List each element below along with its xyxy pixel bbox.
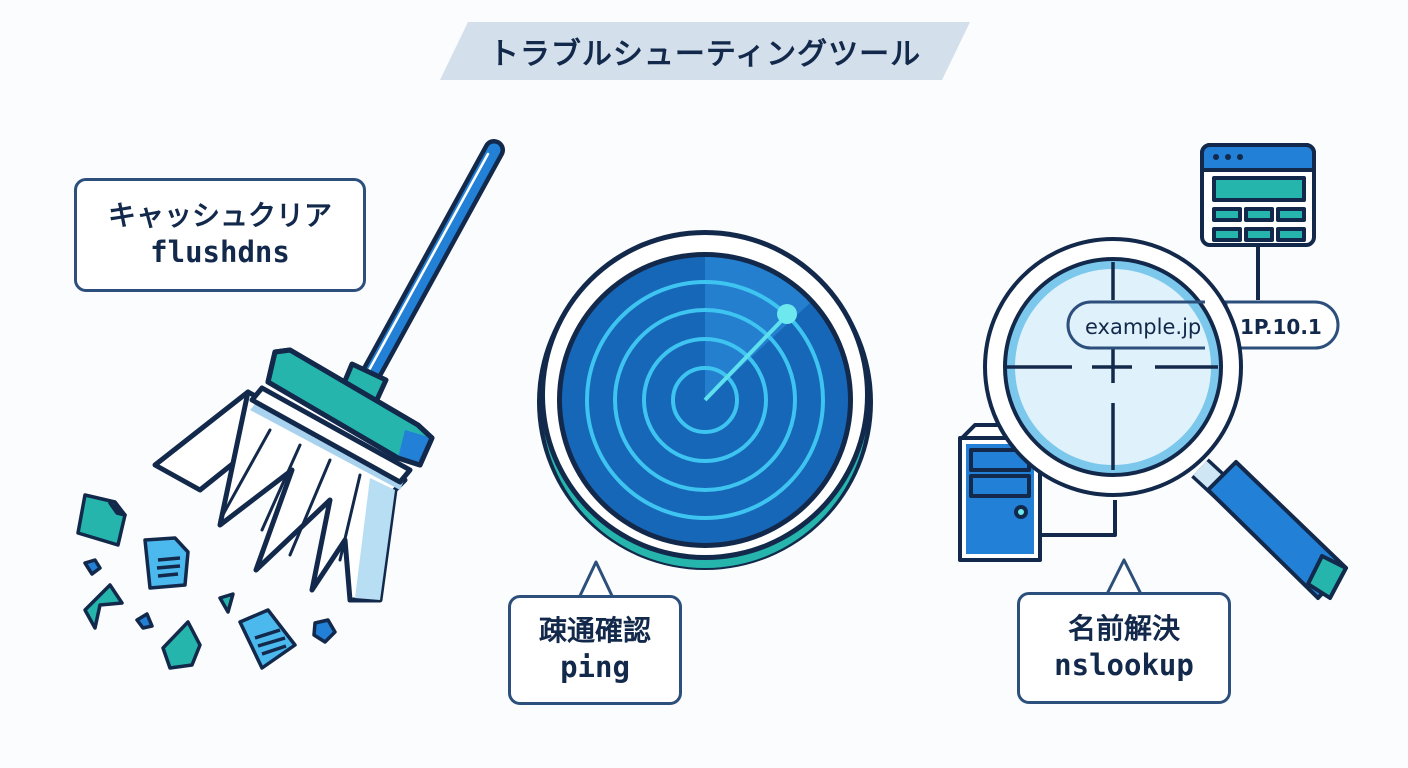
label-flushdns-jp: キャッシュクリア (107, 198, 332, 232)
domain-text: example.jp (1085, 315, 1201, 339)
debris-icon (76, 493, 337, 670)
banner-shape (440, 22, 970, 80)
callout-tail-nslookup (1104, 558, 1144, 598)
label-nslookup-jp: 名前解決 (1067, 611, 1180, 645)
browser-window-icon (1200, 143, 1316, 300)
label-flushdns: キャッシュクリア flushdns (74, 178, 366, 292)
label-nslookup-command: nslookup (1054, 647, 1194, 682)
label-ping-jp: 疎通確認 (538, 613, 651, 647)
page-title: トラブルシューティングツール (488, 37, 922, 72)
label-nslookup: 名前解決 nslookup (1017, 592, 1231, 704)
title-banner: トラブルシューティングツール (440, 22, 970, 80)
label-ping-command: ping (560, 649, 630, 684)
dns-record-pill-lens (1066, 300, 1205, 350)
label-flushdns-command: flushdns (150, 234, 290, 269)
label-ping: 疎通確認 ping (508, 595, 682, 705)
broom-icon (152, 139, 505, 603)
ip-text: 1P.10.1 (1240, 315, 1322, 339)
crosshair-icon (1007, 262, 1218, 470)
radar-icon (537, 230, 873, 570)
